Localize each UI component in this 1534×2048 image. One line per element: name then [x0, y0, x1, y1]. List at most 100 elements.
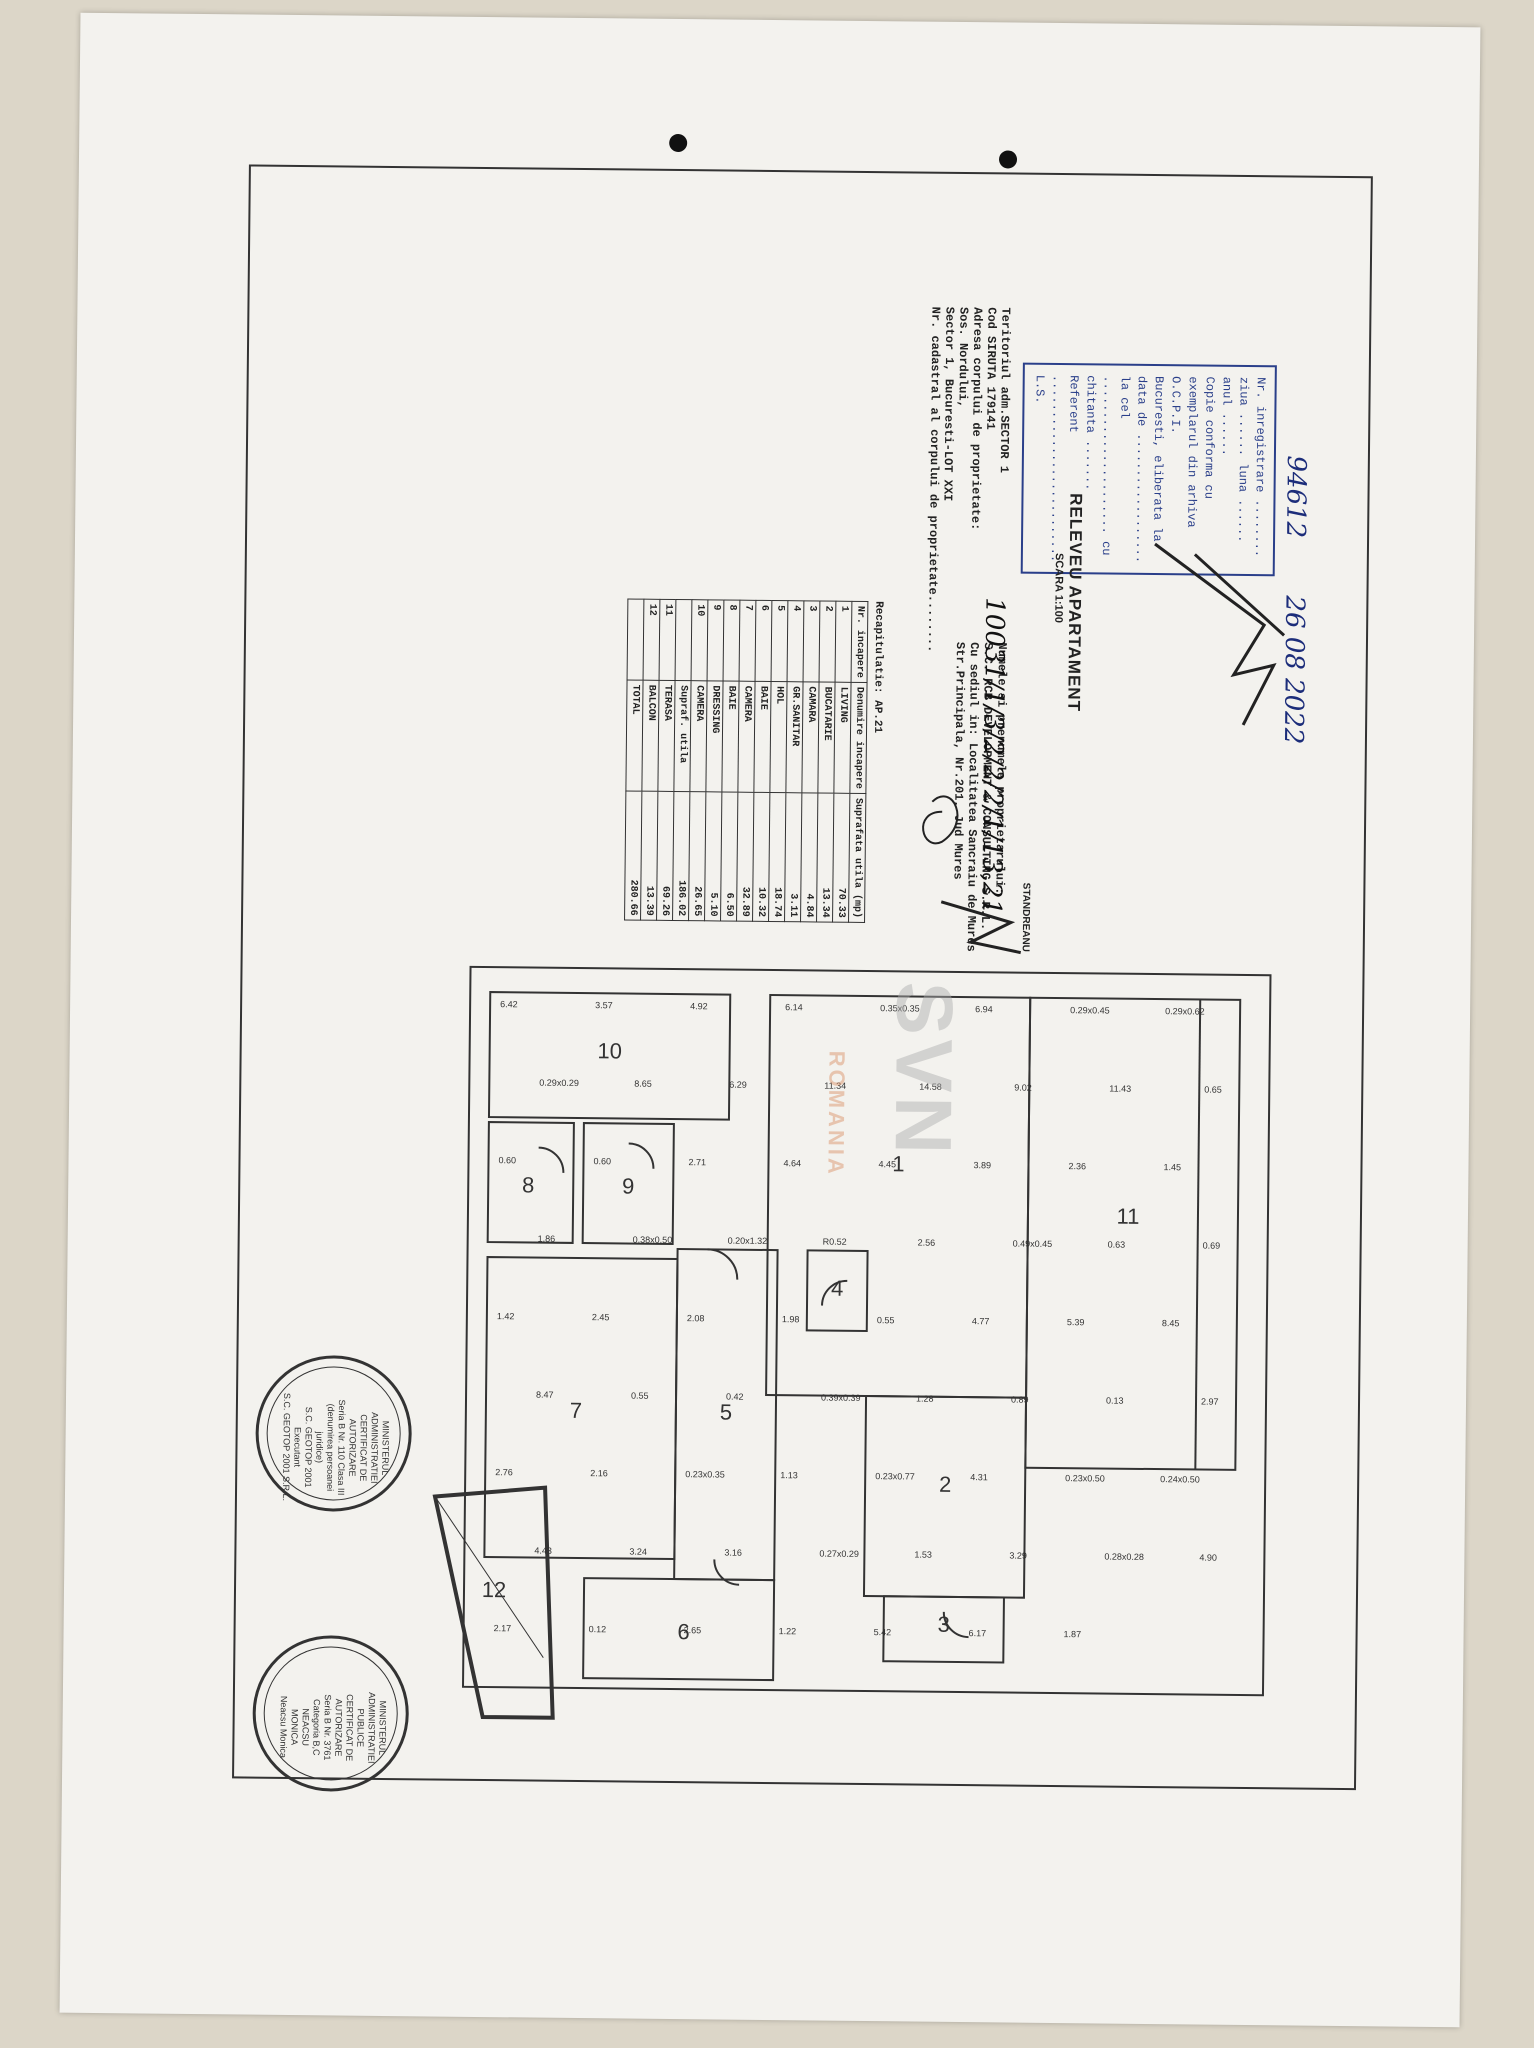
stamp-line: CERTIFICAT DE AUTORIZARE	[333, 1694, 355, 1762]
balcony-outline	[432, 1485, 555, 1720]
dimension-label: 4.77	[972, 1316, 990, 1326]
dimension-label: 8.65	[634, 1079, 652, 1089]
plan-outline	[461, 965, 1272, 1697]
dimension-label: 3.89	[973, 1160, 991, 1170]
dimension-label: 2.56	[918, 1238, 936, 1248]
door-arc	[942, 1611, 969, 1639]
dimension-label: 3.57	[595, 1000, 613, 1010]
dimension-label: 0.13	[1106, 1396, 1124, 1406]
dimension-label: 1.22	[779, 1626, 797, 1636]
dimension-label: 1.98	[782, 1314, 800, 1324]
watermark-logo: SVN	[878, 981, 970, 1159]
stamp-line: (denumirea persoanei juridice)	[314, 1403, 336, 1492]
dimension-label: 0.20x1.32	[728, 1236, 768, 1246]
dimension-label: 0.28x0.28	[1104, 1552, 1144, 1562]
dimension-label: 2.45	[592, 1312, 610, 1322]
dimension-label: 0.23x0.35	[685, 1469, 725, 1479]
room-number: 12	[482, 1577, 507, 1602]
dimension-label: 2.71	[688, 1157, 706, 1167]
room-number: 1	[892, 1151, 905, 1176]
dimension-label: 3.16	[724, 1548, 742, 1558]
dimension-label: 0.12	[589, 1624, 607, 1634]
dimension-label: 5.42	[874, 1627, 892, 1637]
room-number: 4	[831, 1276, 844, 1301]
dimension-label: 0.69	[1203, 1241, 1221, 1251]
plan-line	[434, 1496, 544, 1658]
room-number: 7	[570, 1398, 583, 1423]
dimension-label: 0.89	[1011, 1395, 1029, 1405]
door-arc	[538, 1146, 565, 1173]
door-arc	[821, 1279, 848, 1306]
dimension-label: 0.29x0.45	[1070, 1005, 1110, 1015]
dimension-label: 0.23x0.50	[1065, 1473, 1105, 1483]
dimension-label: 0.42	[726, 1392, 744, 1402]
dimension-label: 0.55	[631, 1391, 649, 1401]
signature-mark	[940, 900, 1022, 955]
stamp-line: MINISTERUL ADMINISTRATIEI	[369, 1412, 391, 1484]
dimension-label: 1.53	[914, 1550, 932, 1560]
stamp-text: MINISTERUL ADMINISTRATIEI PUBLICE CERTIF…	[277, 1672, 388, 1783]
stamp-line: Seria B Nr. 3761	[322, 1694, 333, 1761]
dimension-label: 1.86	[538, 1234, 556, 1244]
stamp-line: S.C. GEOTOP 2001	[303, 1406, 314, 1488]
dimension-label: 0.55	[877, 1315, 895, 1325]
room-number: 6	[677, 1619, 690, 1644]
room-number: 8	[522, 1172, 535, 1197]
door-arc	[707, 1248, 739, 1280]
dimension-label: 11.34	[824, 1081, 846, 1091]
dimension-label: 2.65	[684, 1625, 702, 1635]
dimension-label: 4.90	[1199, 1553, 1217, 1563]
stamp-line: MINISTERUL ADMINISTRATIEI PUBLICE	[355, 1692, 388, 1764]
watermark-subtitle: ROMANIA	[823, 1050, 850, 1177]
room-outline	[487, 991, 732, 1121]
dimension-label: 1.42	[497, 1311, 515, 1321]
signature-mark	[1193, 553, 1286, 637]
room-number: 10	[597, 1038, 622, 1063]
dimension-label: 2.08	[687, 1313, 705, 1323]
room-outline	[581, 1122, 675, 1246]
stamp-line: CERTIFICAT DE AUTORIZARE	[347, 1414, 369, 1482]
room-number: 11	[1116, 1204, 1139, 1229]
dimension-label: 11.43	[1109, 1084, 1131, 1094]
dimension-label: 2.16	[590, 1468, 608, 1478]
dimension-label: 0.35x0.35	[880, 1003, 920, 1013]
room-number: 2	[939, 1472, 952, 1497]
dimension-label: 0.23x0.77	[875, 1471, 915, 1481]
room-number: 9	[622, 1173, 635, 1198]
dimension-label: 9.02	[1014, 1083, 1032, 1093]
dimension-label: 0.60	[593, 1156, 611, 1166]
dimension-label: 4.92	[690, 1001, 708, 1011]
dimension-label: 5.39	[1067, 1317, 1085, 1327]
dimension-label: 0.49x0.45	[1013, 1239, 1053, 1249]
stamp-line: Categoria B,C	[311, 1698, 322, 1756]
room-outline	[805, 1249, 869, 1333]
dimension-label: 3.29	[1009, 1551, 1027, 1561]
stamp-line: Seria B Nr. 110 Clasa III	[335, 1399, 348, 1496]
room-outline	[582, 1577, 776, 1682]
stamp-line: S.C. GEOTOP 2001 S.R.L.	[280, 1392, 293, 1502]
dimension-label: 2.17	[494, 1623, 512, 1633]
dimension-label: 0.38x0.50	[633, 1235, 673, 1245]
dimension-label: 6.14	[785, 1002, 803, 1012]
dimension-label: 14.58	[919, 1082, 942, 1092]
dimension-label: 6.42	[500, 999, 518, 1009]
dimension-label: 0.24x0.50	[1160, 1474, 1200, 1484]
dimension-label: 2.76	[495, 1467, 513, 1477]
stamp-text: MINISTERUL ADMINISTRATIEI CERTIFICAT DE …	[280, 1392, 391, 1503]
room-number: 3	[937, 1612, 950, 1637]
dimension-label: 1.87	[1064, 1629, 1082, 1639]
stamp-line: Neacsu Monica	[278, 1695, 289, 1759]
dimension-label: 6.17	[969, 1628, 987, 1638]
door-arc	[713, 1559, 740, 1586]
dimension-label: 6.29	[729, 1080, 747, 1090]
door-arc	[628, 1142, 655, 1169]
dimension-label: 0.29x0.62	[1165, 1006, 1205, 1016]
initials-mark	[922, 795, 959, 845]
dimension-label: 2.36	[1068, 1161, 1086, 1171]
room-outline	[483, 1256, 679, 1561]
dimension-label: 0.65	[1204, 1085, 1222, 1095]
authorization-stamp: MINISTERUL ADMINISTRATIEI CERTIFICAT DE …	[254, 1354, 413, 1513]
dimension-label: 1.45	[1163, 1162, 1181, 1172]
